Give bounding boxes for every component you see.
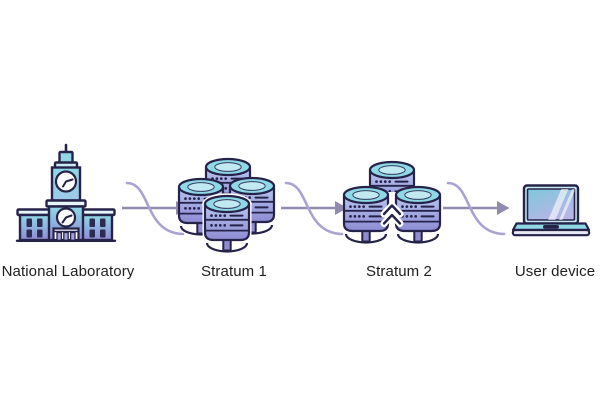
node-label-stratum-1: Stratum 1 bbox=[201, 263, 267, 280]
arrow-stratum2-to-user-icon bbox=[443, 181, 510, 236]
arrow-stratum1-to-stratum2-icon bbox=[281, 181, 348, 236]
stratum2-server-cluster-icon bbox=[338, 150, 446, 246]
node-label-national-laboratory: National Laboratory bbox=[1, 263, 135, 280]
stratum1-server-cluster-icon bbox=[175, 152, 279, 256]
screen-glare bbox=[547, 189, 575, 220]
laboratory-building-clock-icon bbox=[15, 143, 117, 243]
node-label-user-device: User device bbox=[514, 263, 596, 280]
laptop-icon bbox=[511, 184, 591, 237]
node-label-stratum-2: Stratum 2 bbox=[366, 263, 432, 280]
link-chevrons-icon bbox=[380, 202, 404, 227]
